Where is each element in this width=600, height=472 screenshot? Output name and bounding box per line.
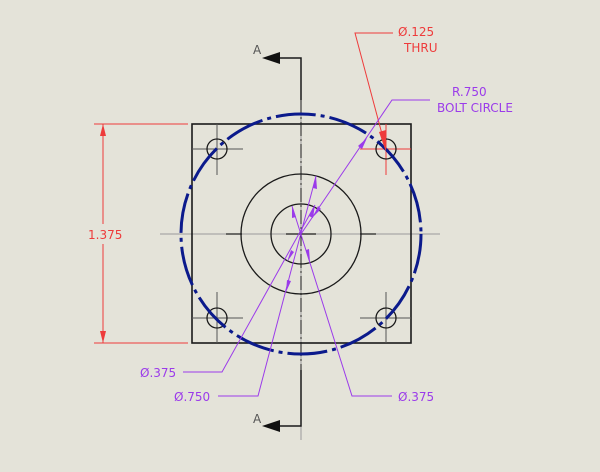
section-label-top: A	[253, 43, 262, 57]
inner-bore-circle[interactable]	[270, 203, 332, 265]
bolt-hole-bottom-left[interactable]	[192, 292, 243, 343]
hole-callout-thru: THRU	[403, 41, 437, 55]
diameter-arrow-icon	[286, 176, 317, 292]
radius-arrow-icon	[313, 138, 367, 217]
dimension-arrow-icon	[100, 124, 106, 343]
hole-callout-leader[interactable]	[354, 32, 393, 150]
inner-bore-right-dimension: Ø.375	[398, 390, 434, 404]
hole-callout-size: Ø.125	[398, 25, 434, 39]
diameter-arrow-icon	[292, 206, 310, 262]
bolt-circle-radius: R.750	[452, 85, 487, 99]
leader-arrow-icon	[379, 130, 386, 152]
inner-bore-left-leader[interactable]	[183, 204, 316, 373]
plate-outline[interactable]	[191, 123, 412, 344]
bolt-circle-leader[interactable]	[300, 99, 430, 235]
centerlines	[160, 100, 440, 440]
inner-bore-left-dimension: Ø.375	[140, 366, 176, 380]
outer-boss-leader[interactable]	[218, 175, 317, 397]
height-dimension-value: 1.375	[88, 228, 122, 242]
bolt-circle[interactable]	[179, 112, 423, 356]
section-label-bottom: A	[253, 412, 262, 426]
inner-bore-right-leader[interactable]	[291, 205, 392, 397]
height-dimension[interactable]	[94, 123, 188, 344]
section-arrow-icon	[262, 52, 280, 432]
bolt-circle-label: BOLT CIRCLE	[437, 101, 513, 115]
diameter-arrow-icon	[287, 205, 315, 262]
outer-boss-dimension: Ø.750	[174, 390, 210, 404]
